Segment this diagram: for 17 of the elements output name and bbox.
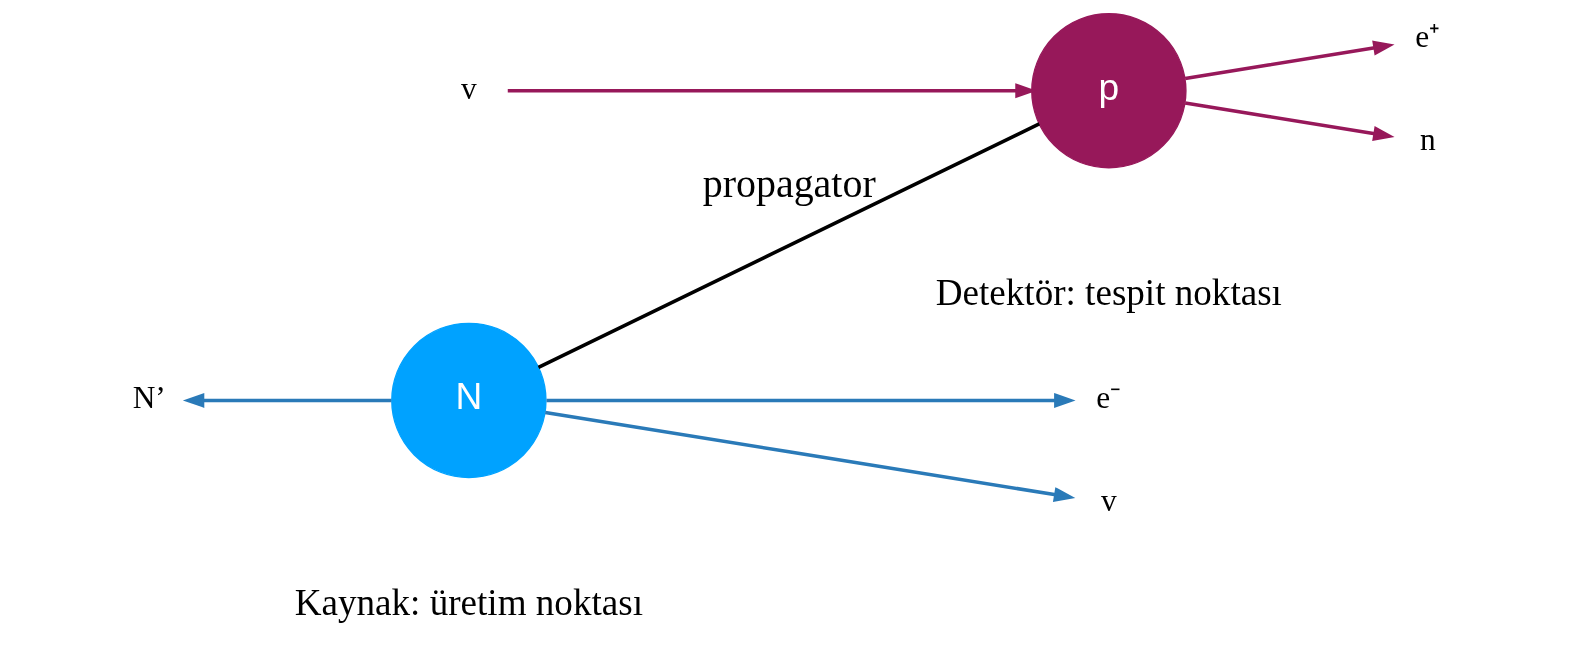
connector [537,122,1040,369]
node-text: e⁺ [1414,19,1440,55]
node-text: e⁻ [1095,380,1121,416]
node-text: v [460,70,477,106]
node-label: Kaynak: üretim noktası [294,581,643,623]
arrow [1184,101,1395,141]
node-text: v [1100,483,1117,519]
node-circle: N [390,322,547,479]
arrow [182,392,391,408]
node-text: n [1419,122,1436,158]
node-circle: p [1030,13,1187,169]
arrow [544,410,1075,502]
arrow [1184,40,1395,81]
node-text: N’ [132,380,166,416]
node-label: Detektör: tespit noktası [935,272,1282,314]
arrow [546,392,1076,408]
edge-label: propagator [702,160,876,206]
